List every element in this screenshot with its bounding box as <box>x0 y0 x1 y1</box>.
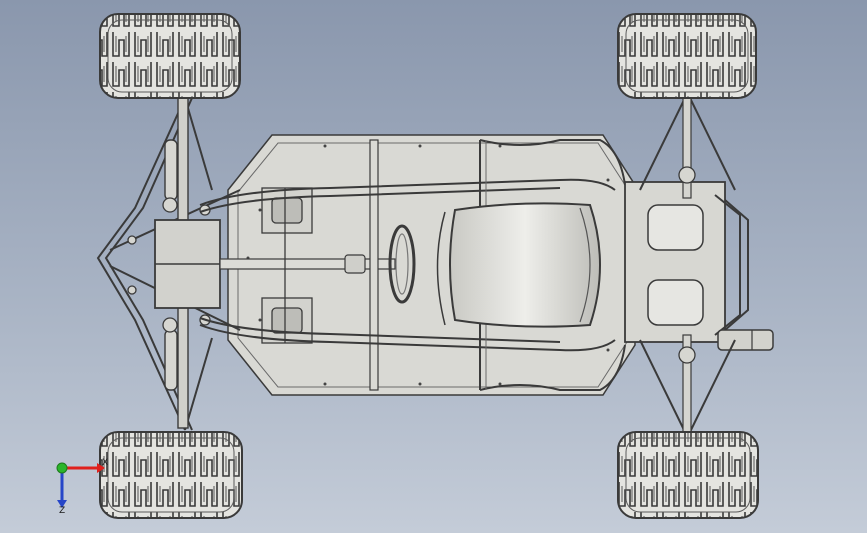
rear-frame <box>639 97 736 433</box>
pedals <box>261 187 313 344</box>
steering-wheel <box>388 224 416 304</box>
axis-z-label: Z <box>59 506 66 516</box>
floor-pan <box>227 134 636 396</box>
tire-front-bottom <box>99 431 243 519</box>
exhaust <box>717 329 774 351</box>
seat <box>449 202 601 328</box>
tire-front-top <box>99 13 241 99</box>
axis-x-label: X <box>102 458 109 468</box>
tire-rear-bottom <box>617 431 759 519</box>
axis-triad <box>56 462 105 508</box>
tire-rear-top <box>617 13 757 99</box>
